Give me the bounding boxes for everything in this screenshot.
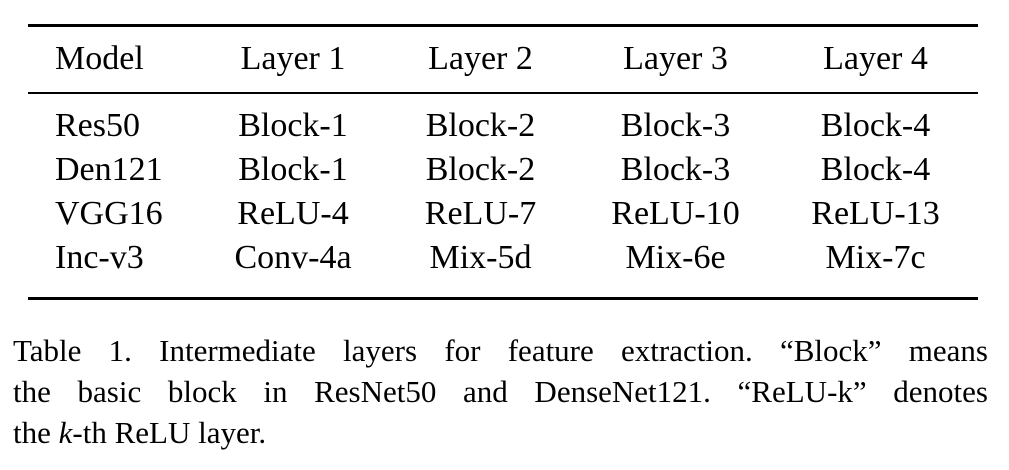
table-row-inc-v3: Inc-v3 Conv-4a Mix-5d Mix-6e Mix-7c: [28, 236, 978, 299]
layer-cell: Block-1: [238, 106, 348, 144]
layer-cell: Block-3: [620, 106, 731, 144]
column-header-layer-3: Layer 3: [623, 40, 728, 78]
layer-cell: Block-1: [238, 150, 348, 188]
layer-cell: Block-2: [425, 150, 536, 188]
caption-math-k-italic: k: [58, 415, 73, 450]
caption-line-3-prefix: the: [13, 415, 59, 450]
caption-line-2: the basic block in ResNet50 and DenseNet…: [13, 374, 988, 409]
layer-cell: ReLU-13: [811, 194, 940, 232]
layer-cell: ReLU-7: [424, 194, 537, 232]
layer-cell: Block-2: [425, 106, 536, 144]
model-cell: Den121: [55, 150, 163, 188]
caption-line-3: the k-th ReLU layer.: [13, 412, 988, 453]
layer-cell: Block-3: [620, 150, 731, 188]
table-caption: Table 1. Intermediate layers for feature…: [13, 330, 988, 453]
table-row-res50: Res50 Block-1 Block-2 Block-3 Block-4: [28, 93, 978, 148]
column-header-layer-2: Layer 2: [428, 40, 533, 78]
column-header-layer-4: Layer 4: [823, 40, 928, 78]
model-cell: Res50: [55, 106, 140, 144]
table-row-vgg16: VGG16 ReLU-4 ReLU-7 ReLU-10 ReLU-13: [28, 192, 978, 236]
table-header-row: Model Layer 1 Layer 2 Layer 3 Layer 4: [28, 26, 978, 93]
layer-cell: Block-4: [820, 150, 931, 188]
layer-cell: ReLU-10: [611, 194, 740, 232]
model-cell: VGG16: [55, 194, 163, 232]
column-header-layer-1: Layer 1: [240, 40, 346, 78]
layers-table: Model Layer 1 Layer 2 Layer 3 Layer 4 Re…: [28, 24, 978, 300]
caption-line-3-suffix: -th ReLU layer.: [72, 415, 267, 450]
layer-cell: Conv-4a: [234, 238, 352, 276]
layer-cell: Mix-5d: [429, 238, 532, 276]
layer-cell: Mix-6e: [625, 238, 726, 276]
column-header-model: Model: [55, 40, 144, 78]
table-row-den121: Den121 Block-1 Block-2 Block-3 Block-4: [28, 148, 978, 192]
layer-cell: Mix-7c: [825, 238, 926, 276]
caption-line-1: Table 1. Intermediate layers for feature…: [13, 333, 988, 368]
layer-cell: ReLU-4: [237, 194, 349, 232]
layer-cell: Block-4: [820, 106, 931, 144]
model-cell: Inc-v3: [55, 238, 144, 276]
